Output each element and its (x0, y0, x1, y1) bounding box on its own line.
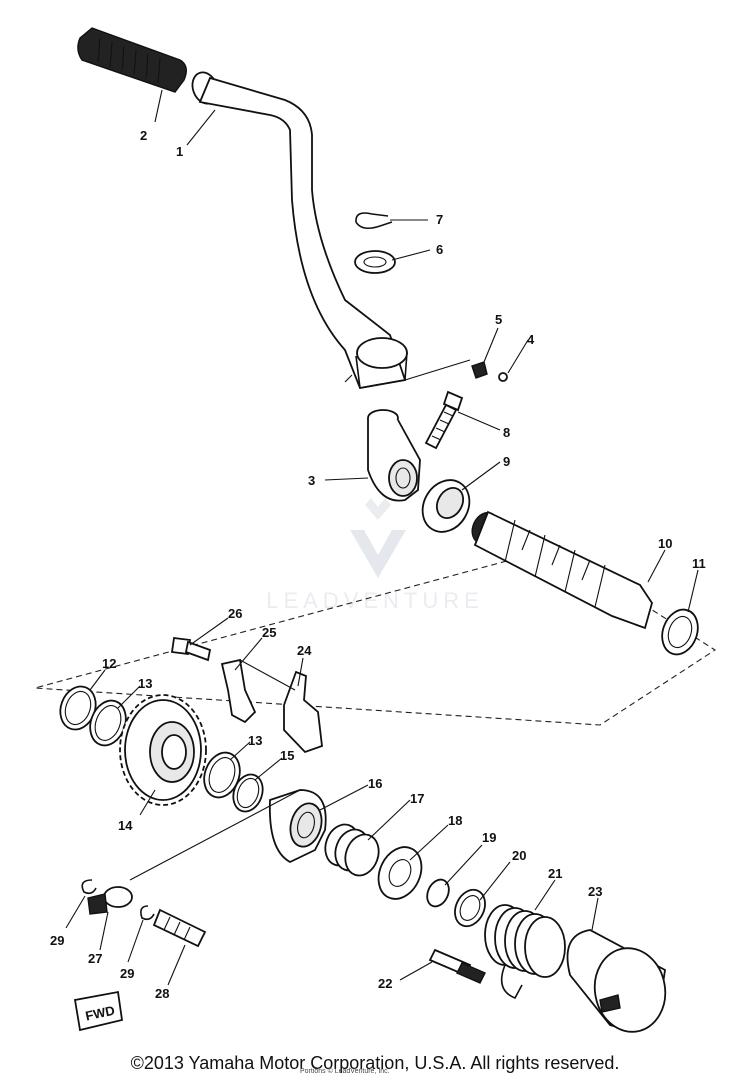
spring-5 (471, 361, 488, 379)
part-numbers: 2 1 7 6 5 4 8 9 3 10 11 26 25 24 12 13 1… (50, 128, 706, 1001)
watermark-text: LEADVENTURE (266, 588, 484, 613)
label-part-8: 8 (503, 425, 510, 440)
label-part-12: 12 (102, 656, 116, 671)
label-part-1: 1 (176, 144, 183, 159)
copyright-notice: ©2013 Yamaha Motor Corporation, U.S.A. A… (130, 1053, 620, 1073)
label-part-29b: 29 (120, 966, 134, 981)
circlip-15 (232, 773, 264, 813)
ratchet-guide-25 (220, 658, 257, 724)
copyright-small-notice: Portions © LeadVenture, Inc. (300, 1068, 390, 1075)
label-part-13a: 13 (138, 676, 152, 691)
pin-22 (428, 948, 486, 984)
torsion-spring-21 (484, 904, 566, 1000)
label-part-28: 28 (155, 986, 169, 1001)
label-part-3: 3 (308, 473, 315, 488)
ball-4 (498, 372, 508, 382)
oil-seal-9 (421, 479, 471, 533)
label-part-13b: 13 (248, 733, 262, 748)
fwd-label: FWD (84, 1003, 116, 1024)
leader-lines (65, 89, 699, 986)
circlip-29a (81, 879, 97, 895)
kick-boss (367, 409, 421, 502)
spring-17 (324, 823, 380, 877)
washer-11 (661, 608, 699, 656)
label-part-20: 20 (512, 848, 526, 863)
fwd-arrow-icon: FWD (73, 990, 124, 1032)
circlip-29b (140, 905, 155, 921)
assembly-boundary (34, 547, 717, 726)
stopper-27 (87, 886, 133, 915)
circlip-7 (355, 212, 393, 230)
label-part-17: 17 (410, 791, 424, 806)
spring-cover-23 (566, 929, 667, 1033)
label-part-7: 7 (436, 212, 443, 227)
label-part-10: 10 (658, 536, 672, 551)
label-part-4: 4 (527, 332, 535, 347)
label-part-2: 2 (140, 128, 147, 143)
label-part-22: 22 (378, 976, 392, 991)
bolt-8 (424, 390, 464, 450)
pin-28 (152, 908, 207, 948)
label-part-26: 26 (228, 606, 242, 621)
label-part-6: 6 (436, 242, 443, 257)
label-part-9: 9 (503, 454, 510, 469)
label-part-23: 23 (588, 884, 602, 899)
label-part-11: 11 (692, 556, 706, 571)
kick-grip (77, 27, 187, 93)
ratchet-wheel-16 (268, 789, 327, 864)
label-part-19: 19 (482, 830, 496, 845)
kick-axle (471, 510, 653, 630)
label-part-5: 5 (495, 312, 502, 327)
label-part-21: 21 (548, 866, 562, 881)
circlip-19 (426, 878, 450, 908)
washer-20 (454, 888, 486, 928)
label-part-29a: 29 (50, 933, 64, 948)
label-part-14: 14 (118, 818, 133, 833)
kick-crank-lever (191, 71, 408, 390)
leadventure-watermark: LEADVENTURE (266, 498, 484, 613)
label-part-15: 15 (280, 748, 294, 763)
label-part-24: 24 (297, 643, 312, 658)
washer-6 (354, 250, 396, 274)
kick-gear-14 (119, 694, 207, 806)
label-part-18: 18 (448, 813, 462, 828)
label-part-27: 27 (88, 951, 102, 966)
plate-24 (283, 670, 323, 754)
label-part-16: 16 (368, 776, 382, 791)
bolt-26 (170, 636, 212, 662)
label-part-25: 25 (262, 625, 276, 640)
